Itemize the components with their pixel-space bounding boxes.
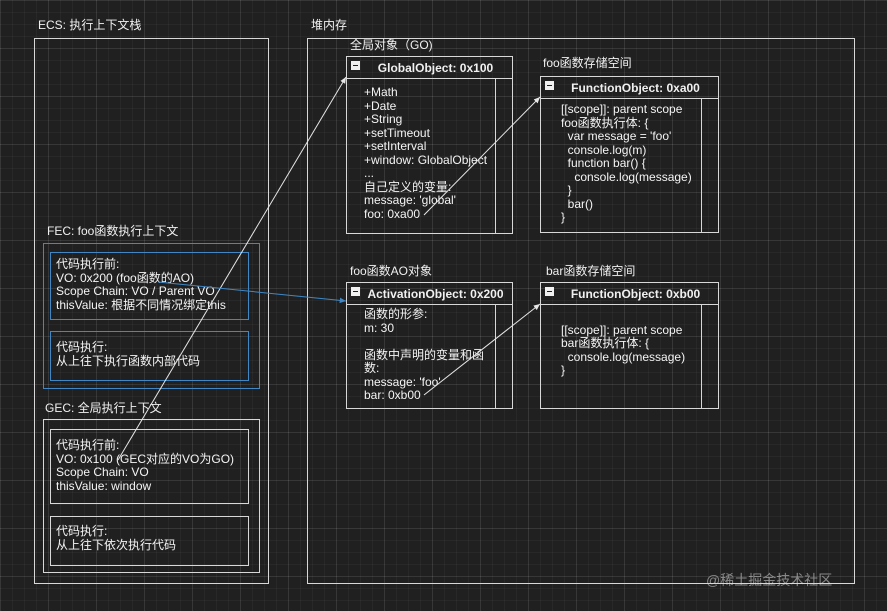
fec-exec-text: 代码执行: 从上往下执行函数内部代码 — [56, 340, 201, 368]
foo-function-object-node[interactable]: FunctionObject: 0xa00 [[scope]]: parent … — [540, 76, 719, 233]
activation-object-title: ActivationObject: 0x200 — [367, 287, 504, 301]
arrow-fec-vo-to-activation-object — [157, 281, 347, 304]
gec-title: GEC: 全局执行上下文 — [45, 401, 162, 415]
activation-object-node[interactable]: ActivationObject: 0x200 函数的形参: m: 30 函数中… — [346, 282, 513, 409]
arrow-gec-vo-to-global-object — [117, 76, 347, 461]
bar-function-object-divider — [701, 305, 702, 408]
fec-before-text: 代码执行前: VO: 0x200 (foo函数的AO) Scope Chain:… — [56, 257, 226, 312]
go-label: 全局对象（GO) — [350, 38, 433, 52]
heap-frame — [307, 38, 855, 584]
gec-frame — [43, 419, 260, 573]
foo-function-object-lines: [[scope]]: parent scope foo函数执行体: { var … — [561, 102, 692, 224]
fec-title: FEC: foo函数执行上下文 — [47, 224, 179, 238]
fec-exec-box: 代码执行: 从上往下执行函数内部代码 — [50, 331, 249, 381]
global-object-title: GlobalObject: 0x100 — [377, 61, 494, 75]
gec-exec-box: 代码执行: 从上往下依次执行代码 — [50, 516, 249, 566]
fec-before-box: 代码执行前: VO: 0x200 (foo函数的AO) Scope Chain:… — [50, 252, 249, 320]
global-object-lines: +Math +Date +String +setTimeout +setInte… — [364, 85, 488, 221]
gec-before-text: 代码执行前: VO: 0x100 (GEC对应的VO为GO) Scope Cha… — [56, 438, 235, 493]
ecs-stack-frame — [34, 38, 269, 584]
collapse-icon[interactable] — [351, 287, 360, 296]
heap-title: 堆内存 — [311, 18, 348, 32]
collapse-icon[interactable] — [351, 61, 360, 70]
bar-fn-label: bar函数存储空间 — [546, 264, 636, 278]
collapse-icon[interactable] — [545, 287, 554, 296]
foo-function-object-header: FunctionObject: 0xa00 — [541, 77, 718, 99]
arrow-bar-to-bar-function-object — [423, 303, 541, 396]
bar-function-object-node[interactable]: FunctionObject: 0xb00 [[scope]]: parent … — [540, 282, 719, 409]
fec-frame — [43, 243, 260, 389]
ao-label: foo函数AO对象 — [350, 264, 433, 278]
foo-function-object-title: FunctionObject: 0xa00 — [571, 81, 700, 95]
arrow-foo-to-foo-function-object — [423, 96, 541, 216]
gec-exec-text: 代码执行: 从上往下依次执行代码 — [56, 524, 177, 552]
foo-fn-label: foo函数存储空间 — [543, 56, 632, 70]
gec-before-box: 代码执行前: VO: 0x100 (GEC对应的VO为GO) Scope Cha… — [50, 429, 249, 504]
bar-function-object-lines: [[scope]]: parent scope bar函数执行体: { cons… — [561, 322, 686, 377]
watermark: @稀土掘金技术社区 — [706, 572, 833, 588]
activation-object-lines: 函数的形参: m: 30 函数中声明的变量和函 数: message: 'foo… — [364, 307, 485, 402]
activation-object-divider — [495, 305, 496, 408]
ecs-title: ECS: 执行上下文栈 — [38, 18, 142, 32]
global-object-header: GlobalObject: 0x100 — [347, 57, 512, 79]
bar-function-object-header: FunctionObject: 0xb00 — [541, 283, 718, 305]
global-object-node[interactable]: GlobalObject: 0x100 +Math +Date +String … — [346, 56, 513, 234]
collapse-icon[interactable] — [545, 81, 554, 90]
foo-function-object-divider — [701, 99, 702, 232]
global-object-divider — [495, 79, 496, 233]
bar-function-object-title: FunctionObject: 0xb00 — [570, 287, 701, 301]
activation-object-header: ActivationObject: 0x200 — [347, 283, 512, 305]
